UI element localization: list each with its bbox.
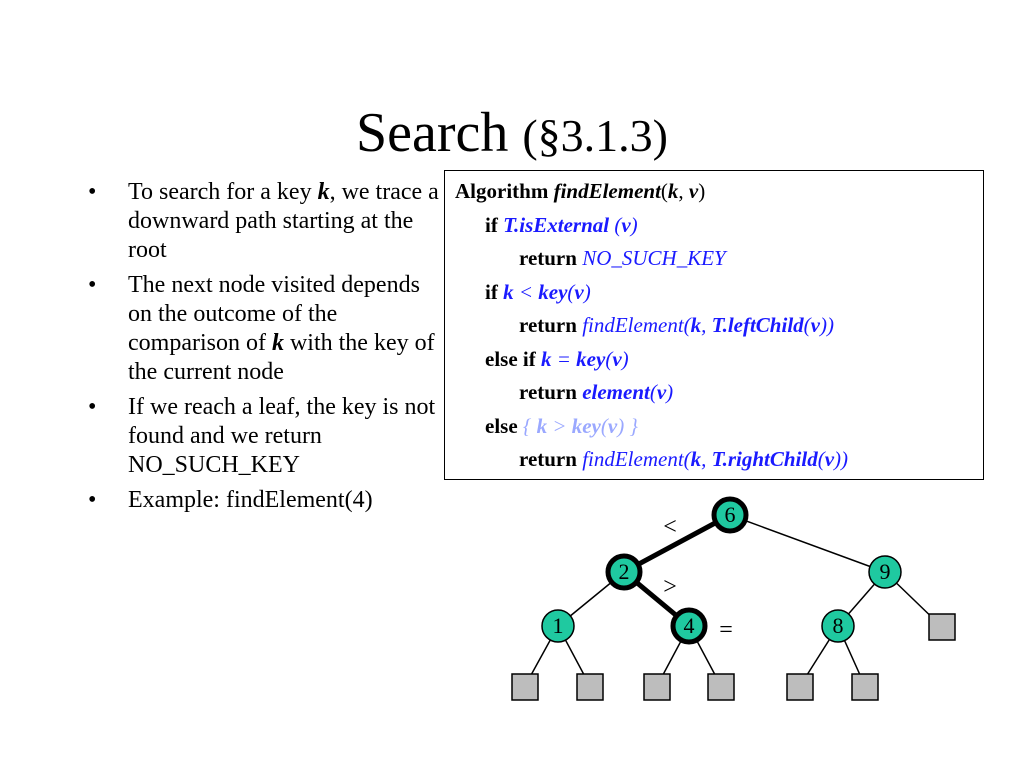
- bullet-item: •If we reach a leaf, the key is not foun…: [88, 394, 436, 478]
- tree-node-2: [605, 553, 643, 591]
- tree-leaves: [511, 613, 956, 701]
- slide-title: Search (§3.1.3): [0, 100, 1024, 169]
- bullet-item: •Example: findElement(4): [88, 487, 373, 513]
- algorithm-box: Algorithm findElement(k, v) if T.isExter…: [444, 170, 984, 480]
- bullet-item: •To search for a key k, we trace a downw…: [88, 179, 439, 263]
- algo-line: if T.isExternal (v): [485, 212, 638, 237]
- compare-gt-label: >: [663, 574, 677, 600]
- bullet-list: •To search for a key k, we trace a downw…: [88, 178, 448, 521]
- comparison-labels: < > =: [663, 514, 733, 643]
- node-label-9: 9: [880, 559, 891, 584]
- tree-node-labels: 6 2 9 1 4 8: [553, 502, 891, 638]
- leaf-node: [928, 613, 956, 641]
- tree-edge: [729, 514, 886, 573]
- algo-line: else if k = key(v): [485, 346, 629, 371]
- algo-line: return NO_SUCH_KEY: [519, 246, 726, 270]
- leaf-node: [786, 673, 814, 701]
- node-label-2: 2: [619, 559, 630, 584]
- bullet-icon: •: [88, 272, 97, 298]
- compare-eq-label: =: [719, 617, 733, 643]
- leaf-node: [511, 673, 539, 701]
- algo-line: return findElement(k, T.leftChild(v)): [519, 313, 834, 337]
- path-edge: [621, 512, 733, 575]
- bullet-icon: •: [88, 487, 97, 513]
- algo-line: return findElement(k, T.rightChild(v)): [519, 447, 849, 471]
- leaf-node: [851, 673, 879, 701]
- binary-search-tree: 6 2 9 1 4 8 < > =: [511, 496, 956, 701]
- node-label-4: 4: [684, 613, 695, 638]
- bullet-icon: •: [88, 179, 97, 205]
- tree-node-8: [821, 609, 855, 643]
- leaf-node: [576, 673, 604, 701]
- compare-lt-label: <: [663, 514, 677, 540]
- tree-node-4: [670, 607, 708, 645]
- leaf-node: [643, 673, 671, 701]
- node-label-1: 1: [553, 613, 564, 638]
- algo-line: else { k > key(v) }: [485, 413, 638, 438]
- algo-line: return element(v): [519, 380, 674, 404]
- algo-line: Algorithm findElement(k, v): [455, 179, 706, 203]
- bullet-icon: •: [88, 394, 97, 420]
- algo-line: if k < key(v): [485, 279, 591, 304]
- tree-node-9: [868, 555, 902, 589]
- tree-node-6: [711, 496, 749, 534]
- bullet-item: •The next node visited depends on the ou…: [88, 272, 435, 385]
- title-main: Search: [356, 102, 509, 164]
- tree-nodes: [541, 496, 902, 645]
- title-section: (§3.1.3): [522, 110, 668, 161]
- tree-edges: [524, 514, 943, 687]
- node-label-6: 6: [725, 502, 736, 527]
- leaf-node: [707, 673, 735, 701]
- node-label-8: 8: [833, 613, 844, 638]
- tree-node-1: [541, 609, 575, 643]
